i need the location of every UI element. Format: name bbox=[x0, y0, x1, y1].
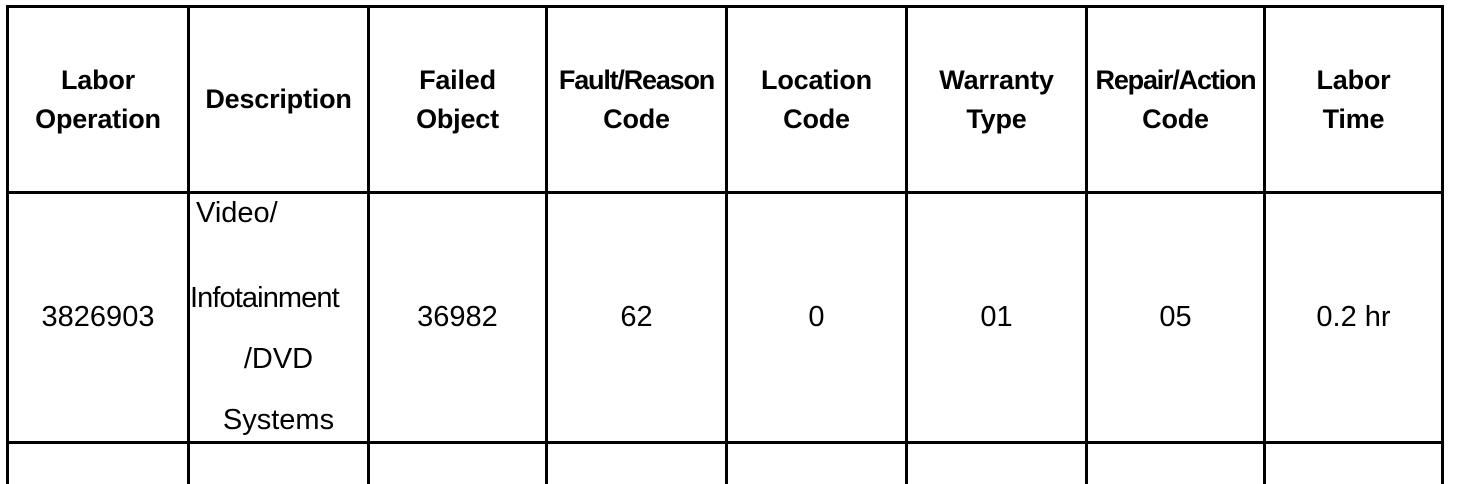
column-header-labor-time-line1: Labor bbox=[1316, 65, 1391, 96]
column-header-repair-action-code: Repair/Action Code bbox=[1085, 5, 1266, 194]
cell-labor-operation: 3826903 bbox=[6, 191, 190, 444]
labor-operation-table: Labor Operation Description Failed Objec… bbox=[6, 5, 1444, 484]
column-header-failed-object-line1: Failed bbox=[419, 65, 496, 96]
column-header-labor-operation-line2: Operation bbox=[35, 103, 161, 134]
cell-description-line1: Video/ bbox=[196, 197, 278, 229]
table-row: 3826903 Video/ Infotainment /DVD Systems… bbox=[6, 191, 1444, 444]
cell-location-code: 0 bbox=[725, 191, 908, 444]
cell-description: Video/ Infotainment /DVD Systems bbox=[187, 191, 370, 444]
column-header-warranty-type: Warranty Type bbox=[905, 5, 1088, 194]
cell-next-description bbox=[187, 440, 370, 484]
cell-next-fault-reason-code bbox=[545, 440, 728, 484]
cell-labor-time: 0.2 hr bbox=[1263, 191, 1444, 444]
cell-next-failed-object bbox=[367, 440, 548, 484]
column-header-labor-time-line2: Time bbox=[1322, 103, 1385, 134]
cell-next-repair-action-code bbox=[1085, 440, 1266, 484]
document-page: Labor Operation Description Failed Objec… bbox=[6, 5, 1444, 484]
cell-next-labor-time bbox=[1263, 440, 1444, 484]
cell-fault-reason-code: 62 bbox=[545, 191, 728, 444]
column-header-failed-object-line2: Object bbox=[416, 103, 499, 134]
cell-description-line2: Infotainment bbox=[190, 282, 340, 315]
column-header-warranty-type-line1: Warranty bbox=[939, 65, 1054, 96]
cell-description-line3: /DVD bbox=[243, 343, 314, 376]
column-header-labor-operation: Labor Operation bbox=[6, 5, 190, 194]
table-header-row: Labor Operation Description Failed Objec… bbox=[6, 5, 1444, 194]
table-row-partial bbox=[6, 440, 1444, 484]
column-header-warranty-type-line2: Type bbox=[966, 103, 1027, 134]
column-header-failed-object: Failed Object bbox=[367, 5, 548, 194]
cell-next-warranty-type bbox=[905, 440, 1088, 484]
cell-warranty-type: 01 bbox=[905, 191, 1088, 444]
column-header-labor-operation-line1: Labor bbox=[60, 65, 135, 96]
column-header-fault-reason-code-line1: Fault/Reason bbox=[558, 65, 715, 96]
column-header-description-line1: Description bbox=[205, 84, 352, 115]
column-header-fault-reason-code: Fault/Reason Code bbox=[545, 5, 728, 194]
column-header-repair-action-code-line2: Code bbox=[1142, 103, 1209, 134]
cell-description-line4: Systems bbox=[222, 404, 335, 437]
column-header-labor-time: Labor Time bbox=[1263, 5, 1444, 194]
cell-failed-object: 36982 bbox=[367, 191, 548, 444]
column-header-location-code-line2: Code bbox=[783, 103, 850, 134]
column-header-location-code: Location Code bbox=[725, 5, 908, 194]
cell-repair-action-code: 05 bbox=[1085, 191, 1266, 444]
column-header-description: Description bbox=[187, 5, 370, 194]
column-header-fault-reason-code-line2: Code bbox=[603, 103, 670, 134]
column-header-repair-action-code-line1: Repair/Action bbox=[1095, 65, 1257, 96]
cell-next-labor-operation bbox=[6, 440, 190, 484]
cell-next-location-code bbox=[725, 440, 908, 484]
column-header-location-code-line1: Location bbox=[761, 65, 872, 96]
